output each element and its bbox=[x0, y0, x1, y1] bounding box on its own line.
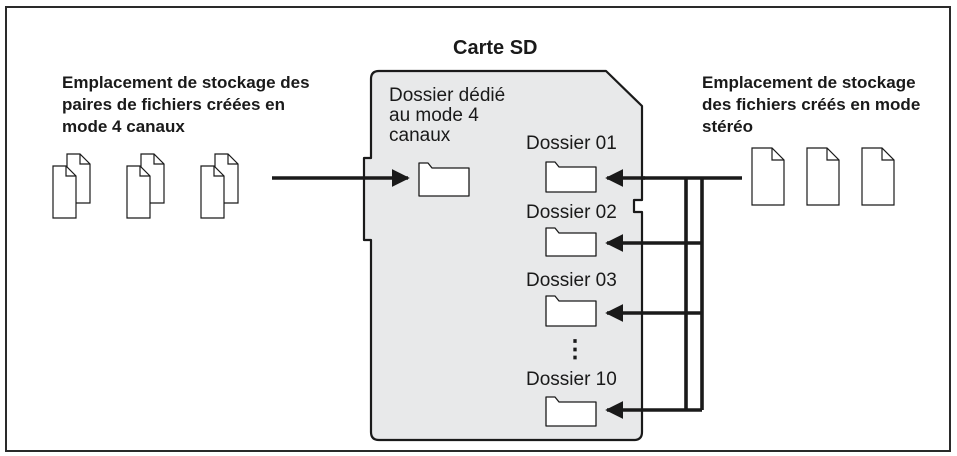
folder-02-label: Dossier 02 bbox=[526, 202, 617, 223]
left-caption: Emplacement de stockage des paires de fi… bbox=[62, 73, 310, 136]
file-icon bbox=[861, 147, 895, 206]
distribution-arrows bbox=[605, 169, 702, 419]
folder-03-icon bbox=[545, 295, 597, 327]
file-icon bbox=[806, 147, 840, 206]
file-icon bbox=[751, 147, 785, 206]
right-stereo-files bbox=[751, 147, 895, 206]
file-pair-icon bbox=[200, 153, 239, 219]
dedicated-folder-icon bbox=[418, 162, 470, 197]
folder-10-icon bbox=[545, 396, 597, 427]
folder-02-icon bbox=[545, 227, 597, 257]
file-pair-icon bbox=[126, 153, 165, 219]
file-pair-icon bbox=[52, 153, 91, 219]
right-caption: Emplacement de stockage des fichiers cré… bbox=[702, 73, 921, 136]
folder-03-label: Dossier 03 bbox=[526, 270, 617, 291]
diagram-frame bbox=[5, 6, 951, 452]
left-file-pairs bbox=[52, 153, 239, 219]
sd-card-title: Carte SD bbox=[453, 37, 538, 59]
folder-01-label: Dossier 01 bbox=[526, 133, 617, 154]
sd-card-body bbox=[362, 69, 644, 442]
folder-ellipsis: ⋮ bbox=[563, 336, 587, 363]
folder-10-label: Dossier 10 bbox=[526, 369, 617, 390]
distribution-lines bbox=[642, 176, 742, 410]
dedicated-folder-label: Dossier dédié au mode 4 canaux bbox=[389, 85, 506, 146]
folder-01-icon bbox=[545, 161, 597, 193]
